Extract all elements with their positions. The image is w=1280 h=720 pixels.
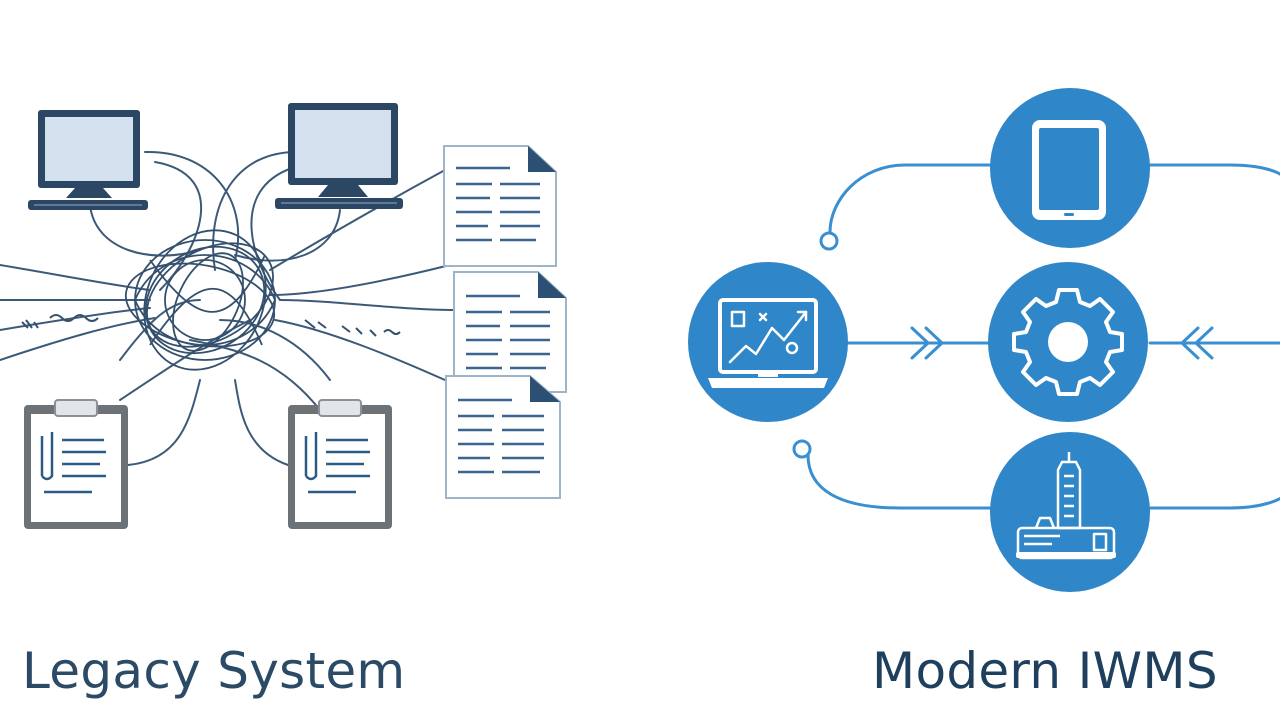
clipboard-icon <box>288 399 392 529</box>
legacy-system-diagram <box>0 103 567 529</box>
tablet-icon <box>990 88 1150 248</box>
tangled-cables <box>0 150 456 466</box>
analytics-laptop-icon <box>688 262 848 422</box>
cable-tags <box>21 314 401 337</box>
connector-node <box>792 439 812 459</box>
flow-arrow-icon <box>1180 326 1214 360</box>
cable-knot <box>124 229 276 371</box>
flow-arrow-icon <box>910 326 944 360</box>
desktop-computer-icon <box>275 103 403 209</box>
document-icon <box>453 271 567 393</box>
document-icon <box>445 375 561 499</box>
legacy-system-caption: Legacy System <box>22 642 406 700</box>
modern-iwms-caption: Modern IWMS <box>872 642 1218 700</box>
desktop-computer-icon <box>28 110 148 210</box>
connection-lines <box>806 163 1280 510</box>
connector-node <box>819 231 839 251</box>
building-icon <box>990 432 1150 592</box>
clipboard-icon <box>24 399 128 529</box>
gear-icon <box>988 262 1148 422</box>
modern-iwms-diagram <box>688 88 1280 592</box>
document-icon <box>443 145 557 267</box>
